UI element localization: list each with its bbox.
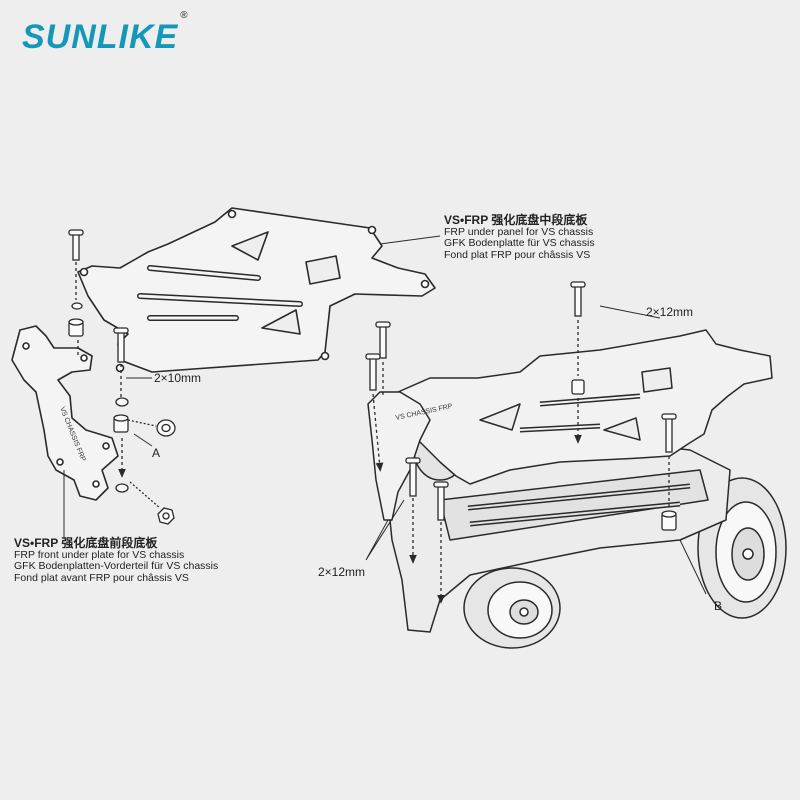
letter-b: B <box>714 599 723 613</box>
front-plate-label: VS•FRP 强化底盘前段底板 FRP front under plate fo… <box>14 536 219 584</box>
dim-screw-right: 2×12mm <box>646 305 694 319</box>
brand-logo: SUNLIKE® <box>22 9 189 56</box>
letter-a-leader <box>133 433 153 447</box>
screw-bottom-leader <box>365 499 405 561</box>
left-hardware-stack <box>68 229 176 525</box>
dim-screw-bottom: 2×12mm <box>318 565 366 579</box>
middle-panel-label: VS•FRP 强化底盘中段底板 FRP under panel for VS c… <box>444 213 595 261</box>
letter-a: A <box>152 446 161 460</box>
frp-front-plate <box>11 325 119 501</box>
middle-panel-leader <box>379 235 441 245</box>
frp-under-panel <box>77 207 436 373</box>
assembled-chassis <box>367 329 787 649</box>
right-screws <box>365 281 677 604</box>
letter-b-leader <box>679 539 707 595</box>
screw-right-leader <box>599 305 661 319</box>
dim-screw-front: 2×10mm <box>154 371 202 385</box>
